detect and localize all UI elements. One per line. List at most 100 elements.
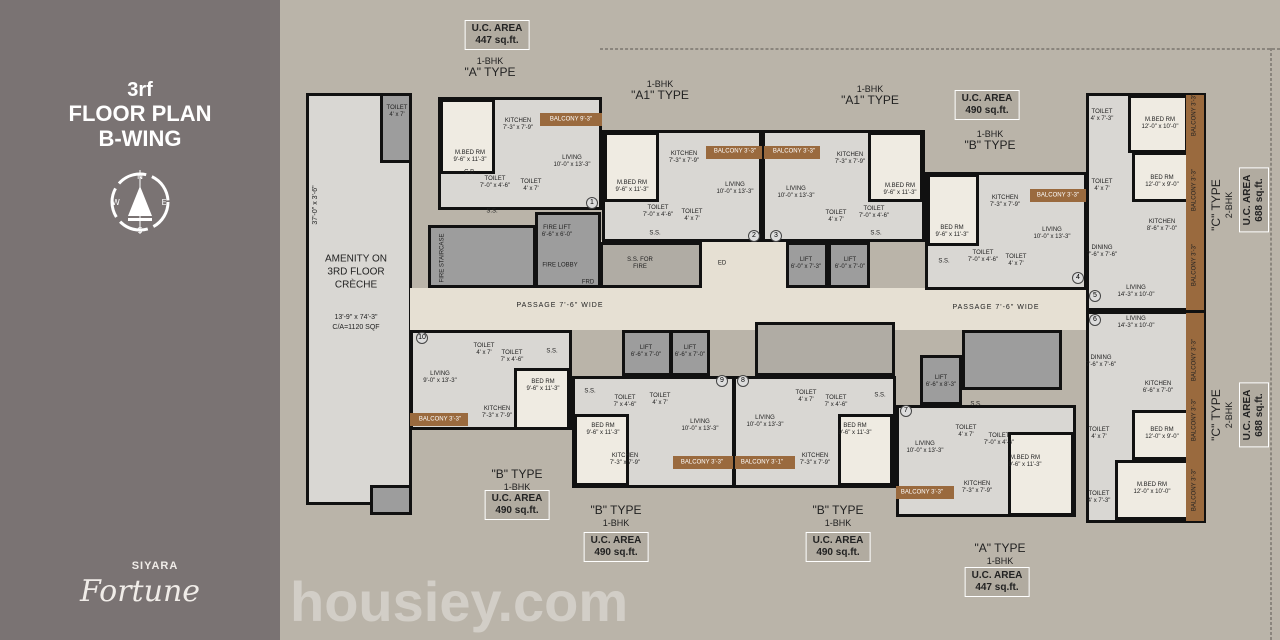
- room-label: FRD: [582, 279, 594, 286]
- room-size: 7' x 4'-6": [824, 402, 848, 408]
- room-name: S.S.: [649, 230, 661, 237]
- room-size: 7' x 4'-6": [500, 357, 524, 363]
- fire-lift-lobby: [535, 212, 601, 288]
- room-name: LIVING: [915, 440, 935, 447]
- bedroom: [440, 99, 495, 174]
- room-name: TOILET: [825, 394, 847, 401]
- compass-n: N: [137, 172, 143, 181]
- room-size: 6'-6" x 7'-0": [630, 352, 662, 358]
- room-size: 6'-6" x 8'-3": [925, 382, 957, 388]
- area-value: 447 sq.ft.: [475, 35, 519, 46]
- room-label: C.B.: [464, 169, 476, 176]
- room-name: LIVING: [430, 370, 450, 377]
- bedroom: [514, 368, 570, 430]
- unit-number: 3: [770, 230, 782, 242]
- staircase: [962, 330, 1062, 390]
- room-size: 4' x 7'-3": [1087, 498, 1111, 504]
- room-name: KITCHEN: [504, 117, 532, 124]
- room-size: 9'-6" x 11'-3": [526, 386, 560, 392]
- room-name: KITCHEN: [670, 150, 698, 157]
- duct: [755, 322, 895, 376]
- room-name: LIFT: [639, 344, 653, 351]
- passage-label: PASSAGE 7'-6" WIDE: [516, 301, 604, 309]
- room-label: BALCONY 3'-3": [1037, 192, 1079, 199]
- room-name: KITCHEN: [963, 480, 991, 487]
- compass-w: W: [112, 198, 120, 207]
- type-label: "C" TYPE: [1208, 179, 1223, 231]
- room-name: S.S.: [486, 208, 498, 215]
- room-size: 6'-6" x 7'-0": [674, 352, 706, 358]
- room-name: BALCONY 3'-3": [1191, 338, 1198, 382]
- room-name: FRD: [581, 279, 595, 286]
- bedroom: [574, 414, 629, 486]
- room-name: BALCONY 9'-3": [549, 116, 593, 123]
- room-size: 10'-0" x 13'-3": [906, 448, 944, 454]
- room-name: BALCONY 3'-3": [713, 148, 757, 155]
- room-name: KITCHEN: [611, 452, 639, 459]
- balcony: [673, 456, 735, 469]
- room-name: TOILET: [520, 178, 542, 185]
- room-label: S.S.: [938, 258, 949, 265]
- room-size: 9'-0" x 13'-3": [423, 378, 457, 384]
- lift: [670, 330, 710, 376]
- bhk-label: 1-BHK: [646, 78, 674, 89]
- room-name: TOILET: [484, 175, 506, 182]
- room-name: TOILET: [988, 432, 1010, 439]
- amenity-lift: [370, 485, 412, 515]
- balcony: [540, 113, 602, 126]
- room-size: 8'-6" x 7'-0": [1146, 226, 1178, 232]
- room-size: 4' x 7': [652, 400, 668, 406]
- balcony: [896, 486, 954, 499]
- room-name: BALCONY 3'-3": [772, 148, 816, 155]
- fire-staircase: [428, 225, 536, 288]
- room-size: 6'-0" x 7'-0": [834, 264, 866, 270]
- room-name: LIFT: [934, 374, 948, 381]
- room-size: 9'-6" x 11'-3": [838, 430, 872, 436]
- bhk-label: 1-BHK: [824, 517, 852, 528]
- bhk-label: 2-BHK: [1223, 191, 1234, 219]
- type-label: "A" TYPE: [974, 540, 1026, 555]
- room-size: 7'-3" x 7'-9": [834, 159, 866, 165]
- room-name: BALCONY 3'-3": [900, 489, 944, 496]
- room-name: DINING: [1090, 354, 1112, 361]
- room-name: LIVING: [1126, 284, 1146, 291]
- room-name: BED RM: [591, 422, 615, 429]
- room-name: LIVING: [690, 418, 710, 425]
- room-size: 7'-3" x 7'-9": [502, 125, 534, 131]
- room-name: M.BED RM: [455, 149, 485, 156]
- room-size: FIRE: [633, 264, 647, 270]
- room-size: 7'-0" x 4'-6": [983, 440, 1015, 446]
- amenity-carpet-area: C/A=1120 SQF: [332, 323, 380, 331]
- room-size: 12'-0" x 9'-0": [1145, 182, 1179, 188]
- room-name: TOILET: [501, 349, 523, 356]
- room-label: S.S.: [970, 401, 981, 408]
- room-name: LIFT: [799, 256, 813, 263]
- room-size: 9'-6" x 11'-3": [1008, 462, 1042, 468]
- amenity-line: CRÈCHE: [334, 279, 378, 291]
- balcony: [1030, 189, 1087, 202]
- room-size: 12'-0" x 9'-0": [1145, 434, 1179, 440]
- room-name: C.B.: [464, 169, 476, 176]
- room-name: S.S.: [870, 230, 882, 237]
- room-name: DINING: [1091, 244, 1113, 251]
- logo-brand: SIYARA: [131, 560, 179, 572]
- room-size: 14'-3" x 10'-0": [1117, 323, 1155, 329]
- room-name: TOILET: [647, 204, 669, 211]
- unit-number: 4: [1072, 272, 1084, 284]
